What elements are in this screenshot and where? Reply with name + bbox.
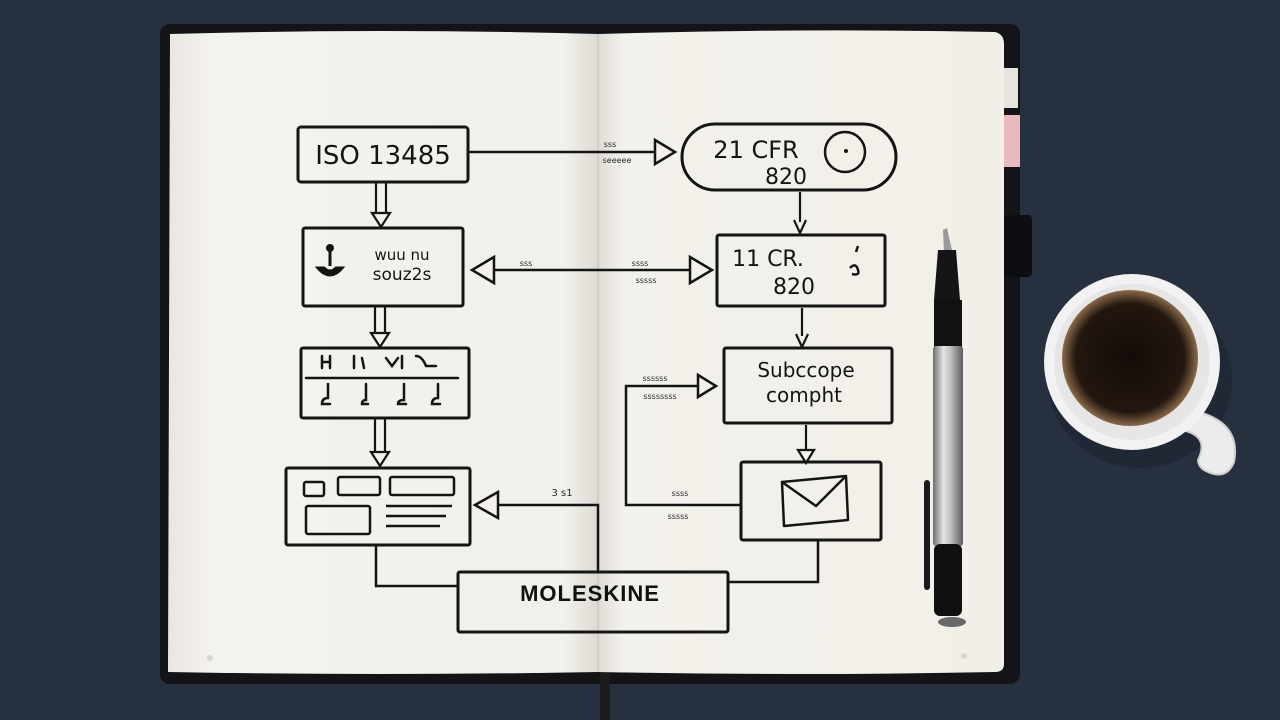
arrow-mid-bidirectional — [469, 254, 715, 286]
cfr-top-label-line2: 820 — [765, 165, 807, 190]
down-arrow-1 — [369, 183, 393, 230]
down-arrow-r1 — [793, 192, 807, 236]
arrow-label-top-2: seeeee — [603, 156, 632, 165]
arrow-label-bottom-right-1: ssss — [672, 489, 689, 498]
left-second-box — [301, 226, 465, 308]
subscope-box — [722, 346, 894, 425]
left-second-label-line1: wuu nu — [374, 246, 429, 264]
ribbon — [600, 670, 610, 720]
iso-box — [296, 125, 470, 184]
arrow-label-bottom-right-2: sssss — [668, 512, 689, 521]
anchor-icon — [314, 244, 346, 277]
arrow-label-side-1: ssssss — [642, 374, 667, 383]
arrow-label-mid-left: sss — [520, 259, 533, 268]
down-arrow-2 — [368, 307, 392, 350]
pen-icon — [924, 228, 966, 627]
squiggle-icon — [849, 245, 860, 276]
arrow-iso-to-cfr — [468, 137, 678, 167]
connector-right-to-brand — [726, 539, 820, 584]
left-fourth-box — [284, 466, 472, 547]
cfr-mid-label-line1: 11 CR. — [732, 247, 804, 272]
brand-box — [456, 570, 730, 634]
circle-icon — [823, 130, 867, 174]
cfr-top-label-line1: 21 CFR — [713, 136, 798, 164]
cfr-top-box — [680, 122, 898, 192]
brand-label: MOLESKINE — [520, 581, 660, 606]
subscope-label-line1: Subccope — [757, 358, 854, 382]
subscope-label-line2: compht — [766, 383, 842, 407]
arrow-label-bottom-left: 3 s1 — [551, 488, 572, 499]
coffee-cup-icon — [1044, 274, 1236, 476]
connector-left-to-brand — [374, 544, 460, 588]
down-arrow-3 — [368, 419, 392, 469]
arrow-label-mid-right-1: ssss — [632, 259, 649, 268]
down-arrow-r3 — [796, 425, 816, 466]
notebook — [160, 24, 1032, 720]
down-arrow-r2 — [795, 308, 809, 350]
arrow-loop-to-subscope — [624, 372, 742, 507]
elastic-band — [1004, 215, 1032, 277]
arrow-label-side-2: ssssssss — [643, 392, 676, 401]
cfr-mid-box — [715, 233, 887, 308]
arrow-label-top-1: sss — [604, 140, 617, 149]
cfr-mid-label-line2: 820 — [773, 275, 815, 300]
envelope-icon — [780, 474, 850, 528]
left-fourth-widgets — [302, 475, 456, 536]
right-page — [598, 30, 1004, 674]
arrow-label-mid-right-2: sssss — [636, 276, 657, 285]
left-second-label-line2: souz2s — [373, 265, 432, 285]
envelope-box — [739, 460, 883, 542]
left-third-box — [299, 346, 471, 420]
left-third-glyphs — [304, 354, 460, 406]
iso-label: ISO 13485 — [315, 141, 451, 171]
arrow-to-left-fourth — [472, 489, 600, 574]
